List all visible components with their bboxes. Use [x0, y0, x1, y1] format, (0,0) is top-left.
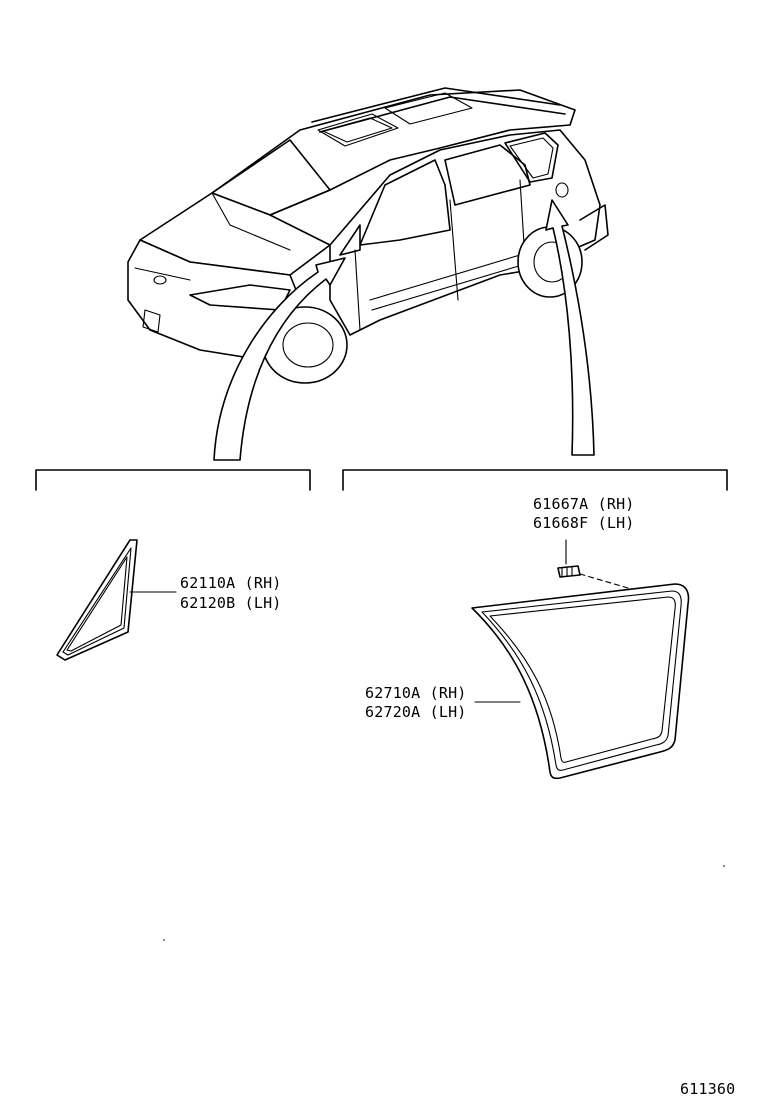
part-label-rear-quarter-lh: 62720A (LH): [365, 703, 467, 721]
dashed-line-clip: [579, 573, 629, 589]
part-rear-quarter-glass: [471, 583, 690, 780]
part-clip: [557, 565, 581, 578]
part-label-rear-quarter-rh: 62710A (RH): [365, 684, 467, 702]
group-bracket-right: [342, 469, 728, 491]
part-label-clip-lh: 61668F (LH): [533, 514, 635, 532]
part-label-front-quarter-lh: 62120B (LH): [180, 594, 282, 612]
group-bracket-left: [35, 469, 311, 491]
part-label-front-quarter-rh: 62110A (RH): [180, 574, 282, 592]
part-front-quarter-glass: [56, 539, 138, 661]
figure-number: 611360: [680, 1080, 735, 1098]
vehicle-illustration: [127, 87, 609, 384]
part-label-clip-rh: 61667A (RH): [533, 495, 635, 513]
callout-arrow-front: [213, 257, 346, 461]
callout-arrow-rear: [545, 199, 595, 456]
speck: [163, 939, 165, 941]
speck: [723, 865, 725, 867]
